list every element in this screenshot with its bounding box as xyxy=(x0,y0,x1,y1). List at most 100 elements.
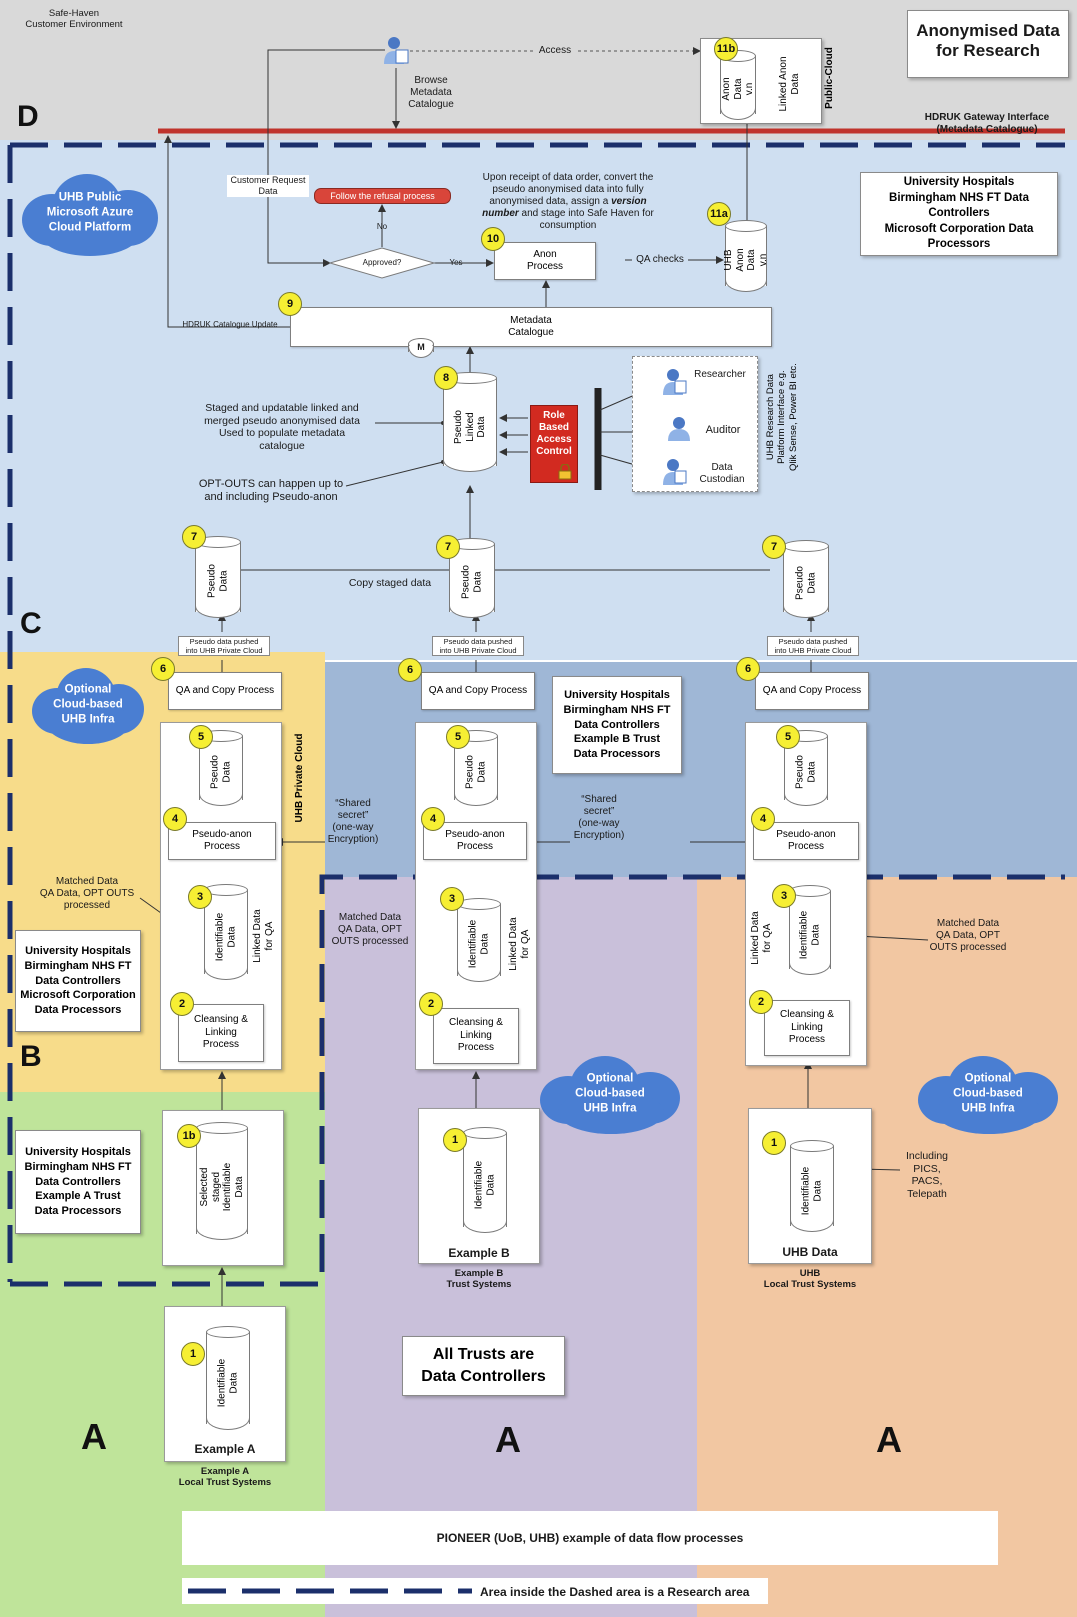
metadata-store-label: M xyxy=(417,342,425,352)
zone-letter-b: B xyxy=(20,1040,42,1073)
researcher-icon xyxy=(663,369,687,395)
all-trusts-box: All Trusts are Data Controllers xyxy=(402,1336,565,1396)
optional-cloud-middle: Optional Cloud-based UHB Infra xyxy=(540,1054,680,1134)
matched-note-left: Matched Data QA Data, OPT OUTS processed xyxy=(39,876,135,911)
badge-7-middle: 7 xyxy=(436,535,460,559)
order-note-part-1: Upon receipt of data order, convert the … xyxy=(482,172,654,207)
pseudo-anon-right: Pseudo-anon Process xyxy=(753,822,859,860)
uhb-sub: UHB Local Trust Systems xyxy=(763,1268,857,1291)
badge-6-left: 6 xyxy=(151,657,175,681)
zone-letter-c: C xyxy=(20,607,42,640)
qa-copy-left: QA and Copy Process xyxy=(168,672,282,710)
identifiable-3-middle-label: Identifiable Data xyxy=(467,920,491,969)
badge-8: 8 xyxy=(434,366,458,390)
uhb-microsoft-controllers-box: University Hospitals Birmingham NHS FT D… xyxy=(860,172,1058,256)
badge-1-middle: 1 xyxy=(443,1128,467,1152)
zone-d-background xyxy=(0,0,1077,140)
matched-note-middle: Matched Data QA Data, OPT OUTS processed xyxy=(331,912,409,947)
pseudo-data-7-middle: Pseudo Data xyxy=(449,538,495,618)
uhb-anon-11a-cylinder: UHB Anon Data v.n xyxy=(723,220,769,292)
shared-secret-left: “Shared secret” (one-way Encryption) xyxy=(327,798,379,845)
identifiable-3-left: Identifiable Data xyxy=(204,884,248,980)
example-b-sub: Example B Trust Systems xyxy=(446,1268,512,1291)
linked-anon-label: Linked Anon Data xyxy=(778,56,801,112)
badge-5-right: 5 xyxy=(776,725,800,749)
custodian-label: Data Custodian xyxy=(699,462,745,485)
badge-4-left: 4 xyxy=(163,807,187,831)
badge-1b: 1b xyxy=(177,1124,201,1148)
selected-staged-label: Selected staged Identifiable Data xyxy=(199,1162,245,1212)
badge-1-right: 1 xyxy=(762,1131,786,1155)
uhb-example-b-box: University Hospitals Birmingham NHS FT D… xyxy=(552,676,682,774)
linked-qa-right: Linked Data for QA xyxy=(750,911,773,965)
customer-user-icon xyxy=(384,37,409,64)
badge-7-right: 7 xyxy=(762,535,786,559)
example-a-label: Example A xyxy=(194,1442,256,1456)
pseudo-linked-data-label: Pseudo Linked Data xyxy=(452,410,487,444)
uhb-microsoft-left-box: University Hospitals Birmingham NHS FT D… xyxy=(15,930,141,1032)
linked-qa-middle: Linked Data for QA xyxy=(508,917,531,971)
badge-11b: 11b xyxy=(714,37,738,61)
pseudo-data-7-right: Pseudo Data xyxy=(783,540,829,618)
order-note: Upon receipt of data order, convert the … xyxy=(468,160,668,232)
pseudo-data-5-middle-label: Pseudo Data xyxy=(464,754,488,789)
anon-data-11b-label: Anon Data v.n xyxy=(720,76,755,101)
badge-11a: 11a xyxy=(707,202,731,226)
zone-letter-d: D xyxy=(17,100,39,133)
pseudo-data-7-right-label: Pseudo Data xyxy=(794,565,818,600)
title-box: Anonymised Data for Research xyxy=(907,10,1069,78)
qa-checks-label: QA checks xyxy=(632,254,688,266)
yes-label: Yes xyxy=(449,258,463,267)
uhb-anon-11a-label: UHB Anon Data v.n xyxy=(723,247,769,272)
identifiable-1-right-label: Identifiable Data xyxy=(800,1166,824,1215)
badge-7-left: 7 xyxy=(182,525,206,549)
customer-request-label: Customer Request Data xyxy=(227,175,309,197)
identifiable-1-middle-label: Identifiable Data xyxy=(473,1161,497,1210)
example-b-label: Example B xyxy=(448,1246,510,1260)
including-note: Including PICS, PACS, Telepath xyxy=(905,1150,949,1200)
matched-note-right: Matched Data QA Data, OPT OUTS processed xyxy=(929,918,1007,953)
anon-data-11b-cylinder: Anon Data v.n xyxy=(720,50,756,120)
optional-cloud-right-label: Optional Cloud-based UHB Infra xyxy=(953,1072,1023,1115)
badge-10: 10 xyxy=(481,227,505,251)
optional-cloud-left-label: Optional Cloud-based UHB Infra xyxy=(53,683,123,726)
badge-3-right: 3 xyxy=(772,884,796,908)
cleansing-left: Cleansing & Linking Process xyxy=(178,1004,264,1062)
pseudo-anon-left: Pseudo-anon Process xyxy=(168,822,276,860)
identifiable-1-left: Identifiable Data xyxy=(206,1326,250,1430)
badge-3-middle: 3 xyxy=(440,887,464,911)
badge-2-middle: 2 xyxy=(419,992,443,1016)
qa-copy-middle: QA and Copy Process xyxy=(421,672,535,710)
custodian-icon xyxy=(663,459,687,485)
refusal-process-pill: Follow the refusal process xyxy=(314,188,451,204)
pushed-label-left: Pseudo data pushed into UHB Private Clou… xyxy=(178,636,270,656)
badge-3-left: 3 xyxy=(188,885,212,909)
selected-staged-cylinder: Selected staged Identifiable Data xyxy=(196,1122,248,1240)
no-label: No xyxy=(376,222,388,231)
staged-note: Staged and updatable linked and merged p… xyxy=(204,402,360,452)
footer-caption: PIONEER (UoB, UHB) example of data flow … xyxy=(182,1511,998,1565)
example-a-sub: Example A Local Trust Systems xyxy=(178,1466,272,1489)
shared-secret-right: “Shared secret” (one-way Encryption) xyxy=(573,794,625,841)
approved-decision-diamond xyxy=(328,247,436,279)
rbac-box: Role Based Access Control xyxy=(530,405,578,483)
badge-5-middle: 5 xyxy=(446,725,470,749)
legend-label: Area inside the Dashed area is a Researc… xyxy=(480,1585,750,1599)
badge-9: 9 xyxy=(278,292,302,316)
researcher-label: Researcher xyxy=(694,369,746,380)
pseudo-data-7-left: Pseudo Data xyxy=(195,536,241,618)
pseudo-data-7-left-label: Pseudo Data xyxy=(206,564,230,599)
badge-6-right: 6 xyxy=(736,657,760,681)
opt-outs-note: OPT-OUTS can happen up to and including … xyxy=(198,478,344,504)
pseudo-data-7-middle-label: Pseudo Data xyxy=(460,565,484,599)
platform-interface-label: UHB Research Data Platform Interface e.g… xyxy=(764,363,799,471)
access-label: Access xyxy=(535,45,575,57)
identifiable-3-right: Identifiable Data xyxy=(789,885,831,975)
badge-4-middle: 4 xyxy=(421,807,445,831)
zone-letter-a-left: A xyxy=(81,1416,107,1457)
public-cloud-label: Public-Cloud xyxy=(824,47,835,109)
badge-1-left: 1 xyxy=(181,1342,205,1366)
hdruk-update-label: HDRUK Catalogue Update xyxy=(182,320,278,329)
identifiable-3-middle: Identifiable Data xyxy=(457,898,501,982)
